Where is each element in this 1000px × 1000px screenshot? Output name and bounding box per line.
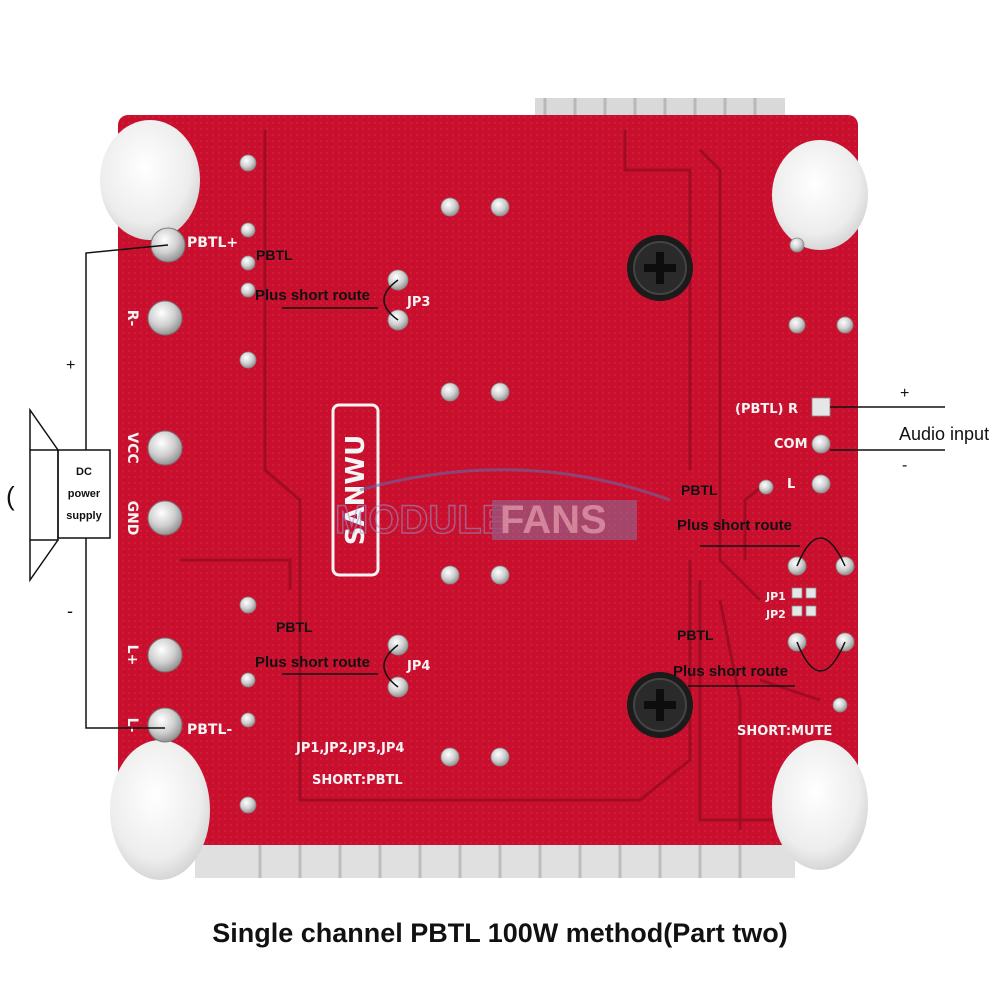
silk-jp3: JP3: [406, 295, 430, 310]
silk-jumper-list: JP1,JP2,JP3,JP4: [295, 741, 404, 756]
dc-supply-wiring: [85, 244, 169, 729]
pbtl-label-top-left: PBTL: [256, 247, 293, 263]
route-marker-top-left: [282, 279, 399, 321]
pcb-traces: [180, 130, 835, 830]
silk-r-minus: R-: [124, 310, 140, 327]
dc-label-line3: supply: [66, 510, 102, 522]
watermark-part2: FANS: [500, 498, 607, 542]
silk-pbtl-r: (PBTL) R: [735, 402, 798, 417]
standoff-top-left: [100, 120, 200, 240]
figure-caption: Single channel PBTL 100W method(Part two…: [212, 918, 788, 948]
dc-label-line2: power: [68, 488, 101, 500]
plus-short-route-right-lower: Plus short route: [673, 663, 788, 680]
dc-power-supply-box: DC power supply: [57, 449, 111, 539]
route-marker-right-upper: [700, 537, 846, 567]
speaker-icon: [29, 407, 59, 583]
brand-logo: SANWU: [331, 403, 380, 577]
route-marker-right-lower: [688, 641, 846, 687]
screw-bottom: [627, 672, 693, 738]
brand-text: SANWU: [341, 435, 371, 545]
audio-input-pads: [811, 397, 831, 494]
pbtl-label-right-upper: PBTL: [681, 482, 718, 498]
plus-short-route-right-upper: Plus short route: [677, 517, 792, 534]
silk-l-plus: L+: [124, 645, 140, 666]
audio-input-wiring: [830, 406, 945, 451]
silk-l: L: [787, 477, 795, 492]
silk-jp2: JP2: [765, 608, 786, 621]
audio-minus-label: -: [902, 457, 907, 474]
silk-jp1: JP1: [765, 590, 786, 603]
screw-top: [627, 235, 693, 301]
audio-input-label: Audio input: [899, 424, 989, 444]
silk-short-mute: SHORT:MUTE: [737, 724, 832, 739]
standoff-top-right: [772, 140, 868, 250]
pbtl-label-right-lower: PBTL: [677, 627, 714, 643]
terminal-pads-left: [147, 227, 186, 743]
supply-plus-label: +: [66, 357, 75, 374]
audio-plus-label: +: [900, 385, 909, 402]
silk-pbtl-plus: PBTL+: [187, 235, 238, 251]
plus-short-route-bottom-left: Plus short route: [255, 654, 370, 671]
standoff-bottom-right: [772, 740, 868, 870]
vias: [239, 154, 854, 814]
silk-l-minus: L-: [124, 718, 140, 733]
heatsink-bottom: [195, 840, 795, 878]
plus-short-route-top-left: Plus short route: [255, 287, 370, 304]
silk-vcc: VCC: [124, 432, 140, 463]
pbtl-label-bottom-left: PBTL: [276, 619, 313, 635]
dc-label-line1: DC: [76, 466, 92, 478]
silk-short-pbtl: SHORT:PBTL: [312, 773, 403, 788]
jumper-pads-jp1-jp2: [787, 556, 855, 652]
speaker-wave: (: [6, 481, 15, 511]
silk-jp4: JP4: [406, 659, 430, 674]
supply-minus-label: -: [67, 601, 73, 621]
silk-pbtl-minus: PBTL-: [187, 722, 232, 738]
silk-com: COM: [774, 437, 808, 452]
route-marker-bottom-left: [282, 644, 399, 688]
watermark: MODULE FANS: [334, 468, 671, 543]
silk-gnd: GND: [124, 501, 140, 536]
standoff-bottom-left: [110, 740, 210, 880]
watermark-part1: MODULE: [335, 498, 508, 542]
